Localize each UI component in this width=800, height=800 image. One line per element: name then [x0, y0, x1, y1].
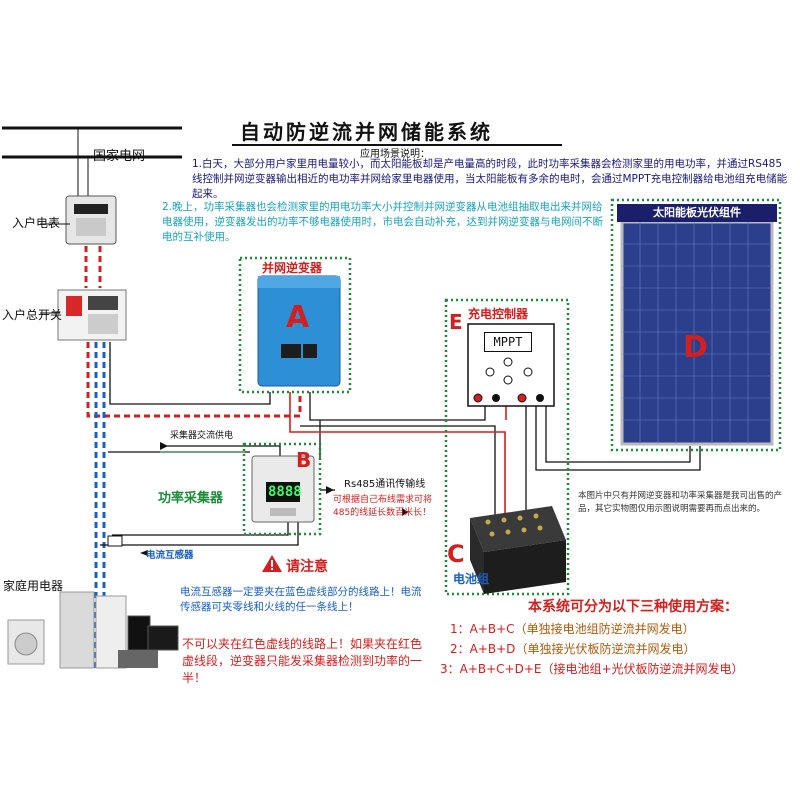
- collector-display: 8888: [268, 484, 302, 500]
- warning-icon: [262, 555, 282, 572]
- main-switch-device: [57, 289, 127, 341]
- meter-label: 入户电表: [12, 216, 61, 230]
- meter-device: [65, 195, 117, 245]
- appliances-group: [7, 591, 179, 669]
- subtitle: 应用场景说明：: [360, 149, 430, 160]
- ct-device: [107, 535, 123, 547]
- rs485-label: Rs485通讯传输线: [344, 479, 426, 490]
- appliances-label: 家庭用电器: [3, 579, 64, 593]
- plan-3-desc: （接电池组+光伏板防逆流并网发电）: [541, 662, 744, 676]
- solar-panel-device: [620, 220, 774, 446]
- plan-2: 2：A+B+D（单独接光伏板防逆流并网发电）: [450, 640, 695, 657]
- battery-label: 电池组: [453, 572, 490, 586]
- red-wires: [289, 392, 507, 520]
- plan-1: 1：A+B+C（单独接电池组防逆流并网发电）: [450, 620, 695, 637]
- mppt-display: MPPT: [484, 332, 532, 352]
- controller-label: 充电控制器: [468, 307, 529, 321]
- battery-letter: C: [447, 540, 465, 568]
- collector-ac-label: 采集器交流供电: [170, 431, 234, 441]
- plan-1-desc: （单独接电池组防逆流并网发电）: [514, 622, 695, 636]
- ct-note: 电流互感器一定要夹在蓝色虚线部分的线路上！电流传感器可夹零线和火线的任一条线上！: [180, 586, 422, 613]
- plan-2-desc: （单独接光伏板防逆流并网发电）: [515, 642, 696, 656]
- title-underline: [232, 144, 562, 146]
- red-line-note: 不可以夹在红色虚线的线路上！如果夹在红色虚线段，逆变器只能发采集器检测到功率的一…: [182, 637, 423, 685]
- plans-title: 本系统可分为以下三种使用方案：: [528, 599, 738, 615]
- page-title: 自动防逆流并网储能系统: [240, 120, 493, 144]
- warning-text: 请注意: [286, 559, 328, 575]
- red-dashed-lines: [84, 246, 302, 418]
- plan-1-code: 1：A+B+C: [450, 622, 515, 636]
- inverter-letter: A: [286, 300, 310, 335]
- footnote: 本图片中只有并网逆变器和功率采集器是我司出售的产品，其它实物图仅用示图说明需要再…: [578, 491, 783, 514]
- ct-label: 电流互感器: [146, 550, 194, 561]
- green-dotted-boxes: [238, 198, 782, 596]
- collector-device: [251, 455, 315, 523]
- inverter-device: [257, 275, 341, 387]
- scenario-1-text: 1.白天，大部分用户家里用电量较小，而太阳能板却是产电量高的时段，此时功率采集器…: [192, 158, 788, 200]
- plan-2-code: 2：A+B+D: [450, 642, 516, 656]
- plan-3: 3：A+B+C+D+E（接电池组+光伏板防逆流并网发电）: [440, 660, 744, 677]
- controller-letter: E: [449, 310, 463, 334]
- main-switch-label: 入户总开关: [2, 308, 63, 322]
- arrows: [140, 442, 408, 556]
- grid-lines: [2, 126, 182, 159]
- rs485-note: 可根据自己布线需求可将485的线延长数百米长！: [333, 495, 433, 518]
- solar-letter: D: [683, 330, 708, 365]
- grid-label: 国家电网: [93, 149, 146, 164]
- scenario-2-text: 2.晚上，功率采集器也会检测家里的用电功率大小并控制并网逆变器从电池组抽取电出来…: [162, 201, 603, 243]
- plan-3-code: 3：A+B+C+D+E: [440, 662, 542, 676]
- collector-letter: B: [296, 448, 312, 472]
- inverter-label: 并网逆变器: [262, 261, 323, 275]
- battery-device: [470, 506, 566, 594]
- solar-panel-label: 太阳能板光伏组件: [617, 204, 777, 222]
- collector-label: 功率采集器: [158, 491, 224, 506]
